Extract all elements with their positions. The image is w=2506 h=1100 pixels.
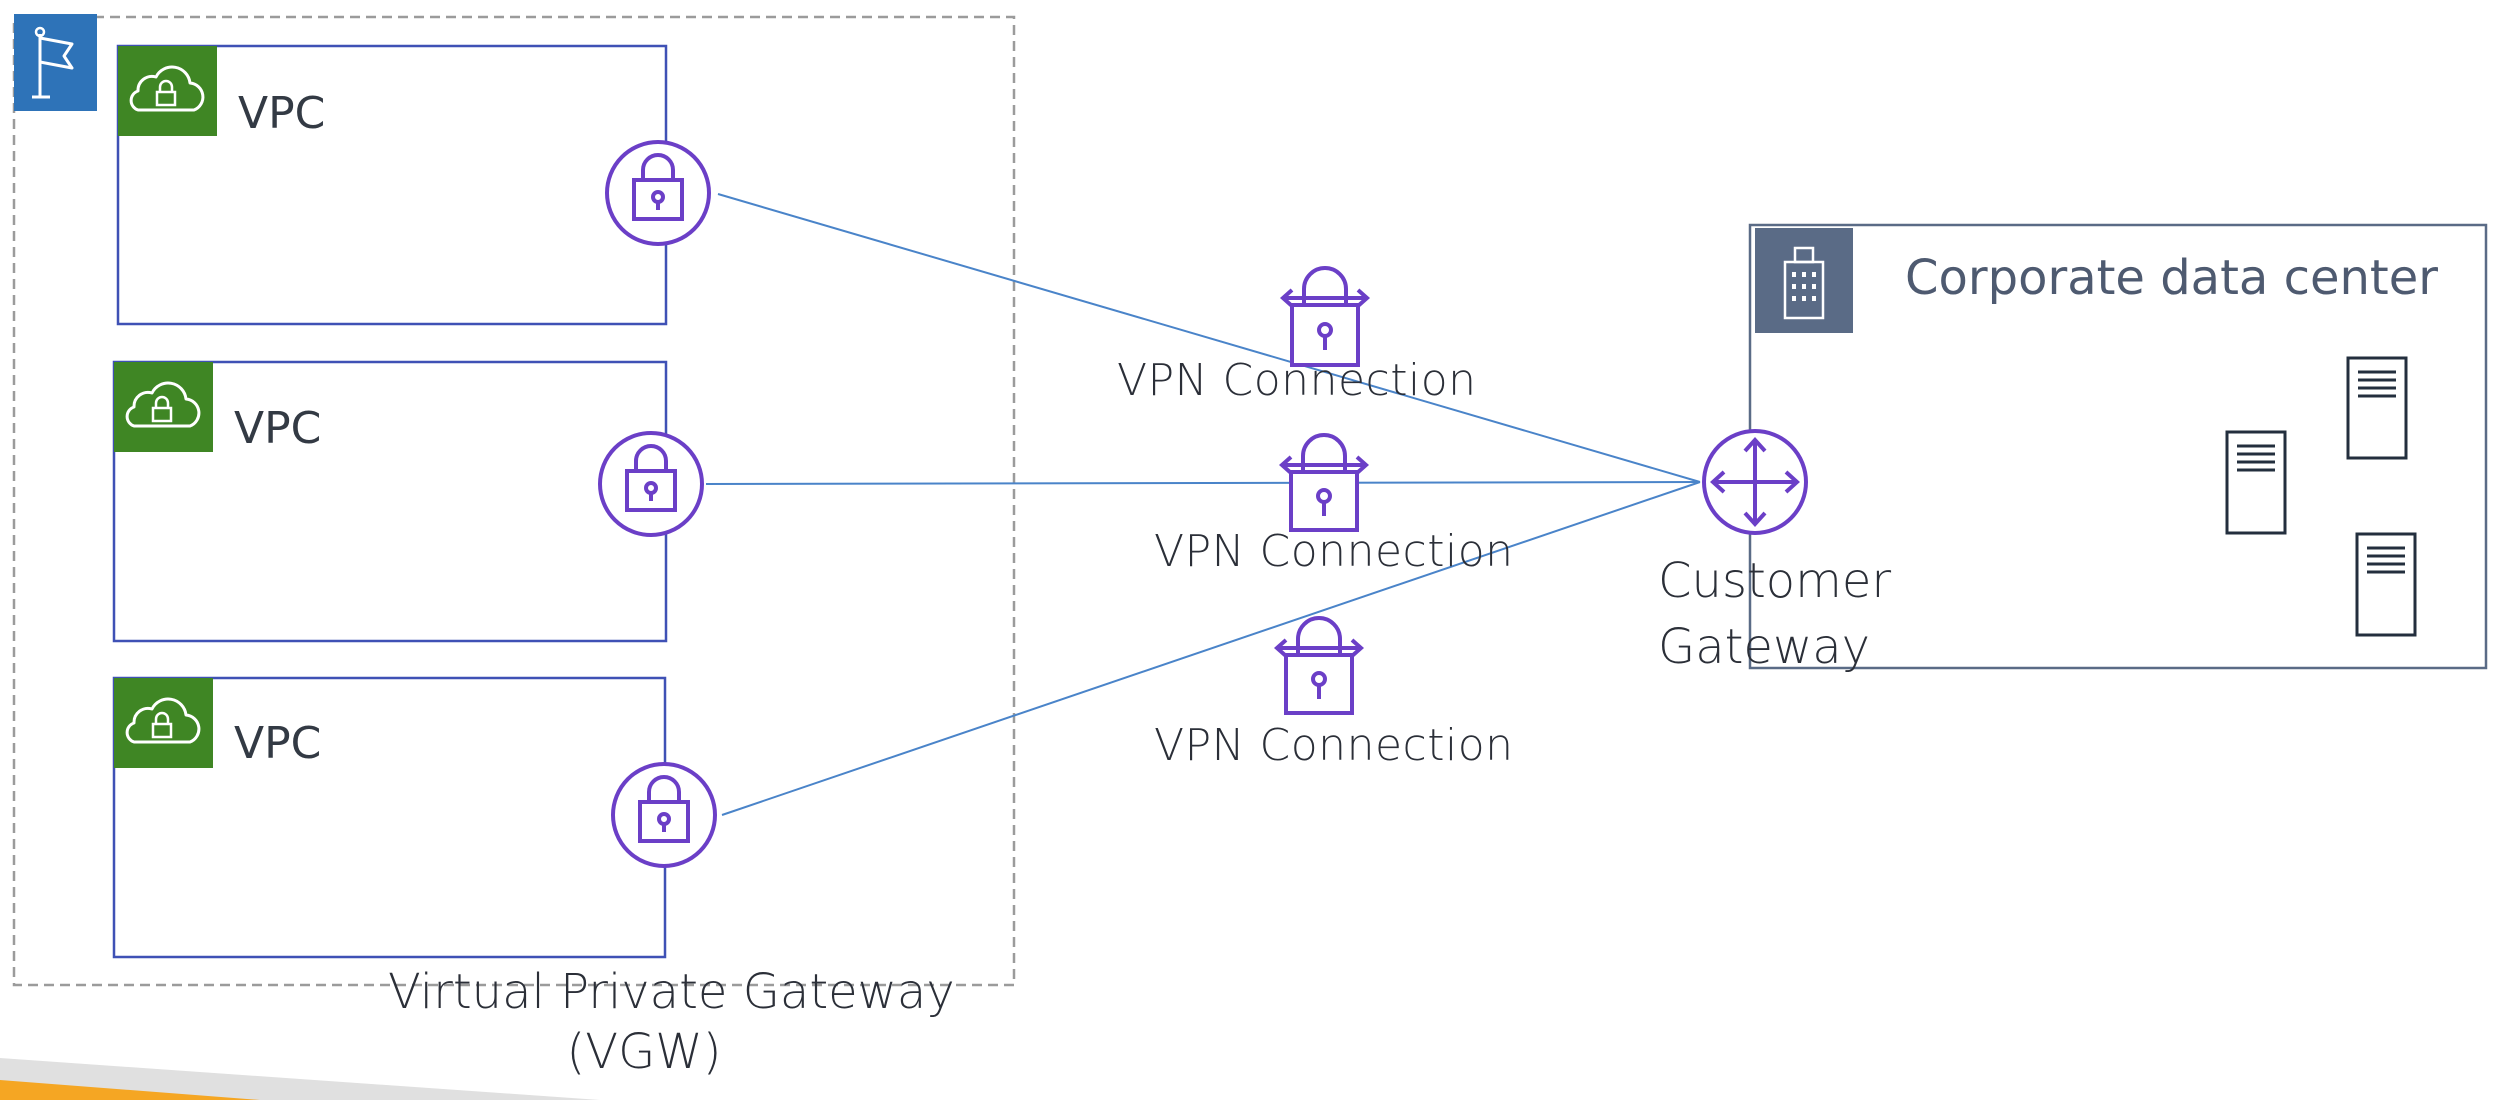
vpc-3-label: VPC [234,718,322,769]
customer-gateway-label-line2: Gateway [1658,619,1871,675]
cloud-lock-icon [114,362,213,452]
data-center-label: Corporate data center [1905,250,2439,306]
connection-line-3 [721,481,1701,816]
vgw-label-line2: (VGW) [566,1024,722,1080]
vgw-label-line1: Virtual Private Gateway [388,964,955,1020]
connection-lines [705,193,1701,816]
office-building-icon [1755,228,1853,333]
vpc-1 [116,44,668,326]
vpn-lock-icon [1279,266,1371,367]
vpn-connection-2-label: VPN Connection [1154,526,1514,577]
data-center-group [1748,223,2488,670]
vpc-2 [112,360,668,643]
cloud-lock-icon [118,46,217,136]
vpc-1-label: VPC [238,88,326,139]
lock-circle-icon [598,431,704,537]
customer-gateway-label-line1: Customer [1658,553,1892,609]
vpc-3 [112,676,667,959]
vgw-label: Virtual Private Gateway (VGW) [388,962,955,1082]
vgw-group-border [12,15,1016,987]
server-icon [2225,430,2287,535]
server-icon [2355,532,2417,637]
vpn-connection-3-label: VPN Connection [1154,720,1514,771]
vpn-lock-icon [1273,616,1365,715]
connection-line-1 [717,193,1701,483]
cloud-lock-icon [114,678,213,768]
vpc-2-label: VPC [234,403,322,454]
router-arrows-icon [1702,429,1808,535]
vpn-lock-icon [1278,433,1370,532]
customer-gateway-label: Customer Gateway [1658,548,1891,680]
connection-line-2 [705,481,1701,485]
lock-circle-icon [611,762,717,868]
vpn-connection-1-label: VPN Connection [1117,355,1477,406]
lock-circle-icon [605,140,711,246]
server-icon [2346,356,2408,460]
footer-decoration [0,1058,600,1100]
flag-icon [14,14,97,111]
